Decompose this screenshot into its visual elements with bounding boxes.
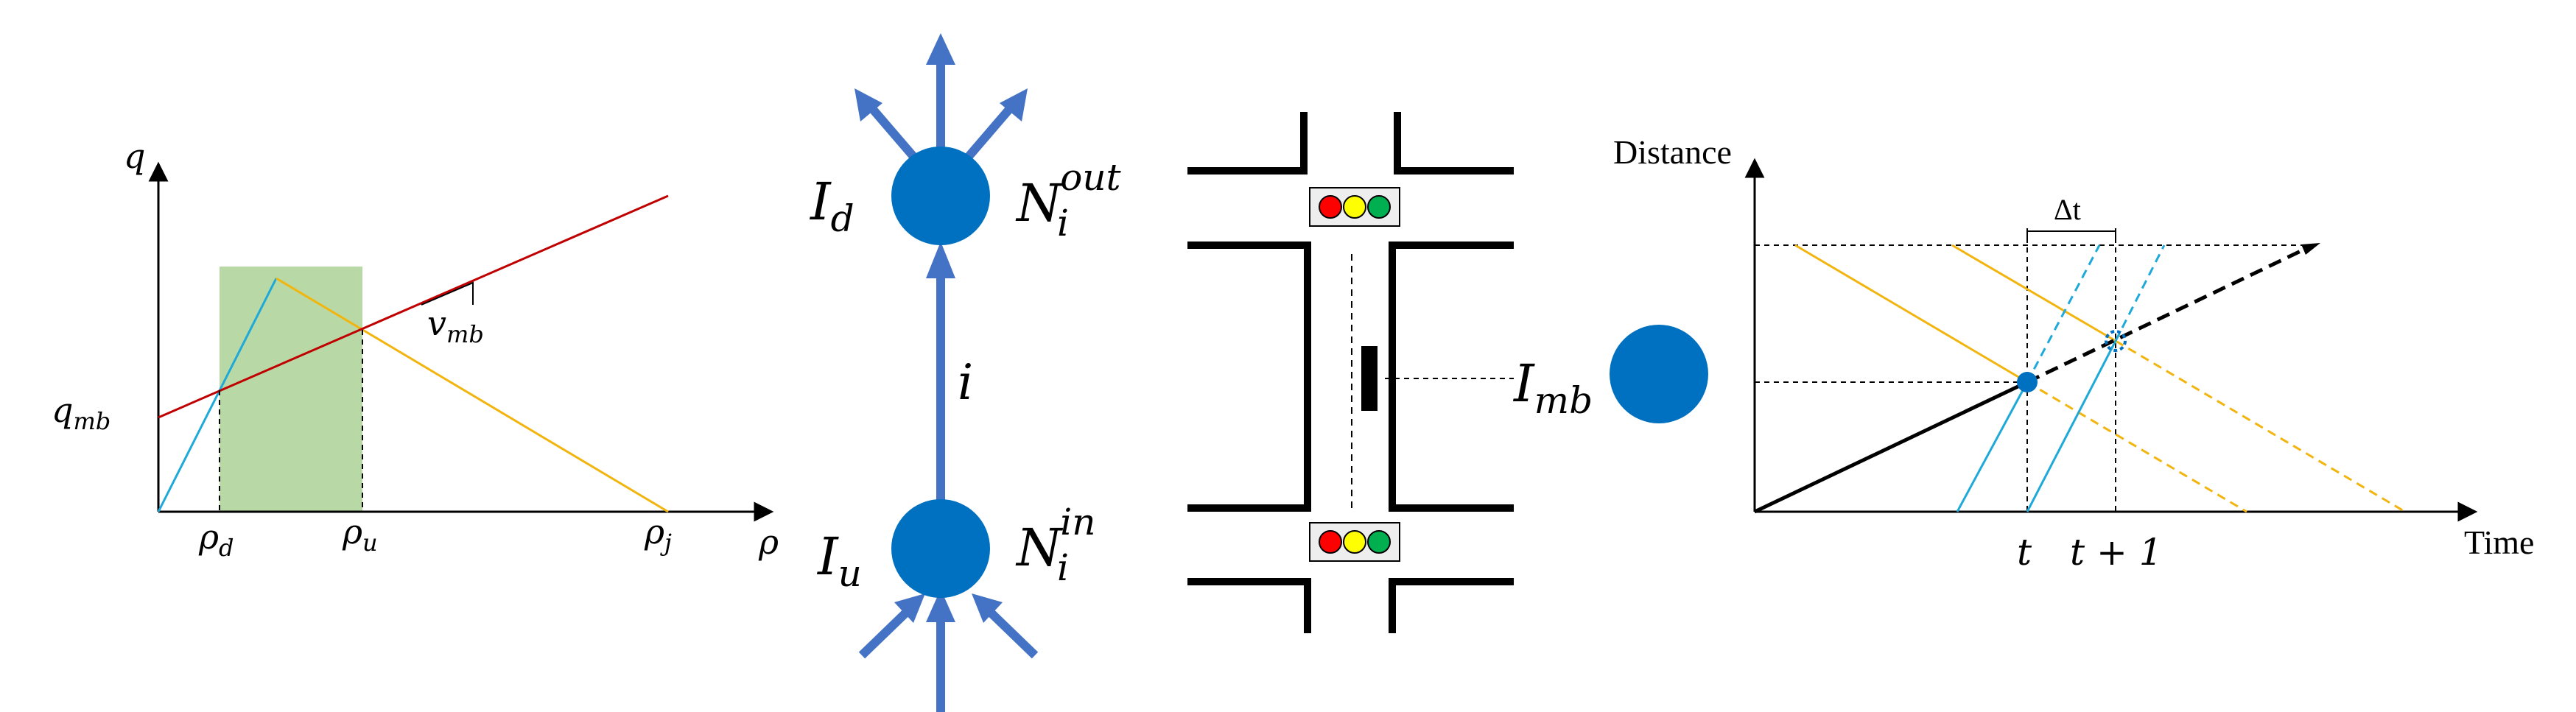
rho-u-label: ρu: [342, 512, 378, 557]
upstream-node: [891, 499, 990, 598]
downstream-node: [891, 147, 990, 245]
wave-line: [2115, 339, 2406, 513]
shaded-region: [220, 267, 362, 512]
v-mb-label: vmb: [427, 303, 484, 348]
moving-bottleneck-vehicle: [1361, 346, 1378, 411]
incoming-arrow-center-head: [926, 589, 955, 622]
moving-bottleneck-label: Imb: [1512, 353, 1593, 422]
incoming-arrow-right-head: [972, 593, 1003, 623]
incoming-arrow-left: [858, 609, 910, 659]
outgoing-arrow-left-head: [854, 88, 882, 121]
moving-bottleneck-line: [158, 194, 669, 419]
x-axis-label: ρ: [758, 522, 779, 562]
road-edge: [1187, 112, 1308, 175]
traffic-signal-bottom: [1309, 522, 1400, 562]
free-flow-line: [157, 278, 278, 512]
wave-line: [1794, 244, 2028, 384]
intersection-panel: [1187, 112, 1514, 633]
x-axis-label: Time: [2464, 524, 2534, 561]
road-edge: [1394, 112, 1514, 175]
mb-trajectory-projected: [2026, 243, 2314, 384]
road-edge: [1389, 242, 1514, 512]
slope-triangle: [421, 281, 474, 306]
link-i-head: [926, 242, 955, 278]
fundamental-diagram-panel: q ρ qmb ρd ρu ρj vmb: [52, 136, 779, 562]
signal-green: [1367, 530, 1391, 554]
t-label: t: [2017, 531, 2032, 574]
trajectory-panel: Distance Time t t + 1 Δt: [1613, 133, 2534, 574]
mb-trajectory: [1753, 380, 2029, 514]
signal-yellow: [1343, 530, 1366, 554]
downstream-node-label: Id: [809, 172, 854, 240]
congested-line: [276, 277, 669, 513]
signal-red: [1319, 195, 1342, 219]
incoming-arrow-right: [987, 609, 1039, 659]
rho-d-label: ρd: [198, 517, 234, 562]
signal-red: [1319, 530, 1342, 554]
mb-point-t1: [2105, 330, 2127, 352]
moving-bottleneck-node: [1610, 325, 1708, 423]
road-edge: [1187, 242, 1311, 512]
mb-point-t: [2017, 372, 2038, 392]
signal-green: [1367, 195, 1391, 219]
traffic-signal-top: [1309, 187, 1400, 227]
rho-j-label: ρj: [644, 512, 672, 557]
road-edge: [1187, 578, 1311, 633]
link-label: i: [958, 354, 973, 411]
dt-bracket: [2026, 230, 2116, 242]
incoming-arrow-left-head: [894, 593, 925, 623]
vehicle-trajectory: [2026, 244, 2101, 383]
wave-line: [1951, 244, 2116, 342]
q-mb-label: qmb: [52, 390, 110, 435]
dt-label: Δt: [2054, 193, 2081, 226]
t1-label: t + 1: [2070, 531, 2163, 574]
y-axis-label: q: [124, 136, 145, 176]
upstream-node-label: Iu: [816, 526, 862, 595]
road-edge: [1389, 578, 1514, 633]
vehicle-trajectory: [1956, 381, 2029, 512]
outgoing-arrow-right-head: [1000, 88, 1028, 121]
mb-trajectory-head: [2301, 243, 2320, 255]
vehicle-trajectory: [2114, 244, 2166, 342]
y-axis-label: Distance: [1613, 133, 1732, 171]
signal-yellow: [1343, 195, 1366, 219]
wave-line: [2026, 381, 2247, 513]
outgoing-arrow-up-head: [926, 33, 955, 65]
vehicle-trajectory: [2026, 340, 2117, 512]
